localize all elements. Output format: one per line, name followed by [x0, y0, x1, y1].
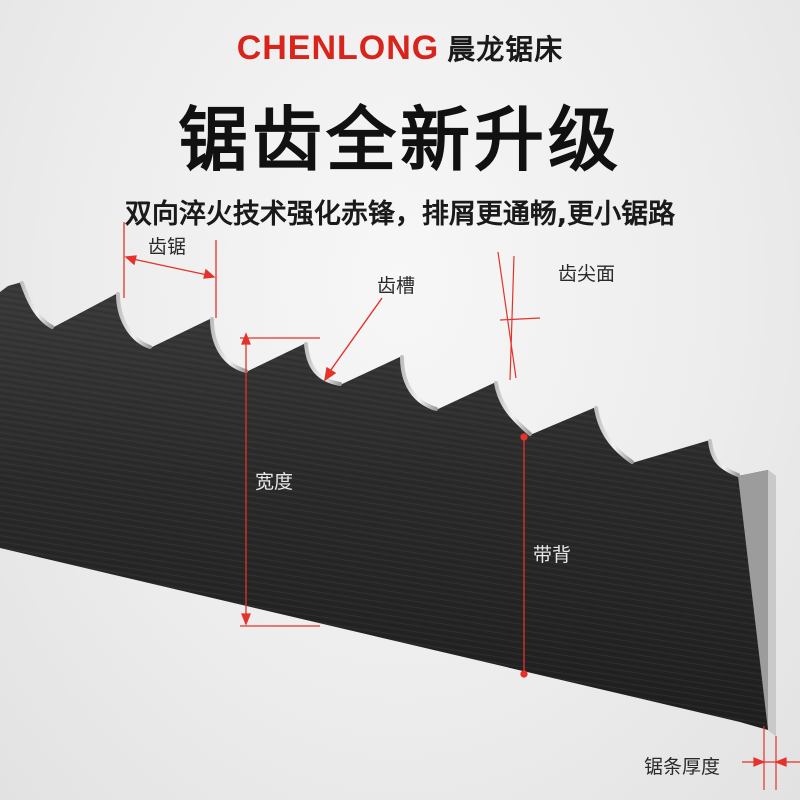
pitch-dimension — [123, 222, 217, 318]
tooth-face-lines — [497, 251, 541, 381]
brand-name-chinese: 晨龙锯床 — [447, 33, 564, 66]
brand-name-latin: CHENLONG — [236, 28, 440, 67]
blade-end-face — [738, 470, 776, 736]
brand-logo: CHENLONG 晨龙锯床 — [0, 26, 800, 70]
page-subheadline: 双向淬火技术强化赤锋，排屑更通畅,更小锯路 — [124, 199, 676, 230]
back-dimension — [520, 433, 528, 678]
label-back: 带背 — [533, 544, 572, 566]
page-headline: 锯齿全新升级 — [178, 99, 622, 181]
thickness-dimension — [742, 726, 800, 790]
label-thickness: 锯条厚度 — [644, 756, 721, 778]
label-gullet: 齿槽 — [377, 275, 416, 297]
width-dimension — [240, 332, 320, 627]
label-tooth-pitch: 齿锯 — [148, 236, 187, 258]
label-width: 宽度 — [255, 471, 294, 493]
tooth-edge-highlights — [20, 281, 740, 477]
gullet-pointer — [324, 297, 383, 382]
label-tooth-face: 齿尖面 — [558, 263, 616, 285]
